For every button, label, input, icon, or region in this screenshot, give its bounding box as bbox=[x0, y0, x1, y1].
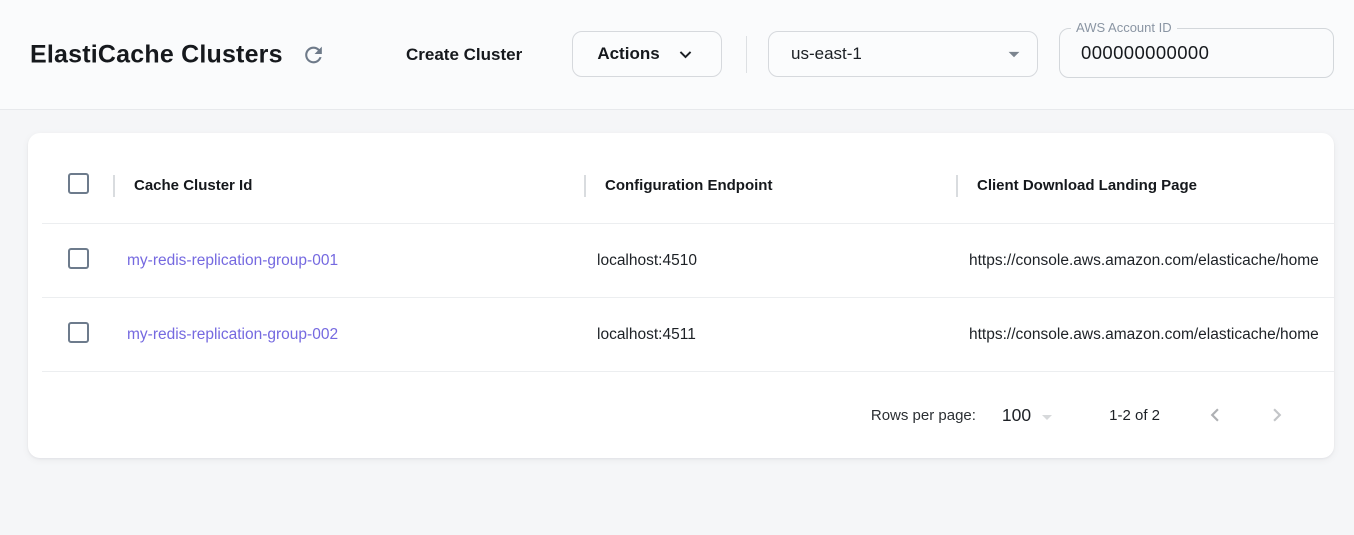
table-row: my-redis-replication-group-002 localhost… bbox=[28, 298, 1334, 372]
actions-button[interactable]: Actions bbox=[572, 31, 722, 77]
table-pagination: Rows per page: 100 1-2 of 2 bbox=[28, 372, 1334, 458]
row-checkbox[interactable] bbox=[68, 322, 89, 343]
top-app-bar: ElastiCache Clusters Create Cluster Acti… bbox=[0, 0, 1354, 110]
region-select[interactable]: us-east-1 bbox=[768, 31, 1038, 77]
configuration-endpoint-value: localhost:4511 bbox=[597, 326, 696, 343]
refresh-icon bbox=[305, 46, 322, 63]
cluster-id-link[interactable]: my-redis-replication-group-001 bbox=[127, 252, 339, 269]
table-header-row: Cache Cluster Id Configuration Endpoint … bbox=[28, 133, 1334, 224]
column-separator bbox=[584, 175, 586, 197]
column-header-client-download-landing-page[interactable]: Client Download Landing Page bbox=[977, 177, 1198, 194]
previous-page-button[interactable] bbox=[1198, 398, 1232, 432]
column-header-configuration-endpoint[interactable]: Configuration Endpoint bbox=[605, 177, 773, 194]
cluster-id-link[interactable]: my-redis-replication-group-002 bbox=[127, 326, 339, 343]
dropdown-arrow-icon bbox=[1008, 51, 1020, 58]
column-separator bbox=[113, 175, 115, 197]
column-separator bbox=[956, 175, 958, 197]
actions-button-label: Actions bbox=[597, 44, 660, 63]
column-header-cache-cluster-id[interactable]: Cache Cluster Id bbox=[134, 177, 253, 194]
table-row: my-redis-replication-group-001 localhost… bbox=[28, 224, 1334, 298]
aws-account-id-input[interactable] bbox=[1060, 29, 1333, 77]
chevron-left-icon bbox=[1210, 408, 1219, 422]
toolbar-divider bbox=[746, 36, 747, 73]
next-page-button[interactable] bbox=[1260, 398, 1294, 432]
aws-account-id-label: AWS Account ID bbox=[1071, 20, 1177, 35]
configuration-endpoint-value: localhost:4510 bbox=[597, 252, 697, 269]
displayed-rows-label: 1-2 of 2 bbox=[1109, 406, 1160, 424]
refresh-button[interactable] bbox=[299, 40, 328, 69]
clusters-table-card: Cache Cluster Id Configuration Endpoint … bbox=[28, 133, 1334, 458]
chevron-right-icon bbox=[1273, 408, 1282, 422]
region-select-value: us-east-1 bbox=[791, 44, 862, 63]
aws-account-id-field: AWS Account ID bbox=[1059, 20, 1334, 78]
page-title: ElastiCache Clusters bbox=[30, 40, 283, 68]
chevron-down-icon bbox=[679, 50, 691, 58]
create-cluster-button[interactable]: Create Cluster bbox=[406, 37, 522, 73]
rows-per-page-value: 100 bbox=[1001, 404, 1032, 425]
client-download-landing-page-value: https://console.aws.amazon.com/elasticac… bbox=[969, 252, 1319, 269]
dropdown-arrow-icon bbox=[1042, 415, 1053, 420]
rows-per-page-select[interactable]: 100 bbox=[1002, 401, 1059, 429]
row-checkbox[interactable] bbox=[68, 248, 89, 269]
rows-per-page-label: Rows per page: bbox=[870, 406, 976, 424]
select-all-checkbox[interactable] bbox=[68, 173, 89, 194]
client-download-landing-page-value: https://console.aws.amazon.com/elasticac… bbox=[969, 326, 1319, 343]
